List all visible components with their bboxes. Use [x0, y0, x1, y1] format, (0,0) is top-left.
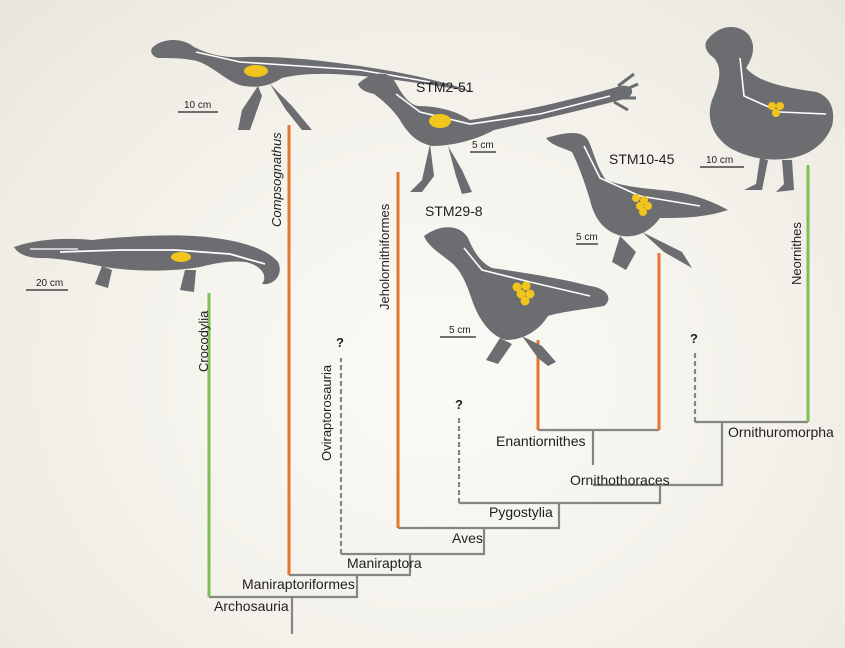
node-label-maniraptora: Maniraptora: [347, 556, 422, 570]
tree-stem-lines: [209, 422, 808, 634]
specimen-label-stm10-45: STM10-45: [609, 152, 674, 166]
scale-label-stm29-8: 5 cm: [449, 326, 471, 336]
taxon-label-neornithes: Neornithes: [790, 222, 803, 285]
taxon-label-compsognathus: Compsognathus: [270, 132, 283, 227]
uncertain-mark-oviraptorosauria: ?: [336, 336, 344, 349]
node-label-pygostylia: Pygostylia: [489, 505, 553, 519]
node-label-maniraptoriformes: Maniraptoriformes: [242, 577, 355, 591]
node-label-ornithuromorpha: Ornithuromorpha: [728, 425, 834, 439]
uncertain-branches: [341, 352, 695, 554]
specimen-label-stm2-51: STM2-51: [416, 80, 474, 94]
uncertain-mark-ornithuromorpha: ?: [690, 332, 698, 345]
node-label-ornithothoraces: Ornithothoraces: [570, 473, 670, 487]
uncertain-mark-pygostylia: ?: [455, 398, 463, 411]
scale-label-crocodile: 20 cm: [36, 279, 63, 289]
taxon-label-crocodylia: Crocodylia: [197, 311, 210, 372]
taxon-label-jeholornithiformes: Jeholornithiformes: [378, 204, 391, 310]
node-label-archosauria: Archosauria: [214, 599, 289, 613]
extant-branches: [209, 165, 808, 597]
taxon-label-oviraptorosauria: Oviraptorosauria: [320, 365, 333, 461]
stm29-8-silhouette: [424, 227, 608, 366]
scale-label-compsognathus: 10 cm: [184, 101, 211, 111]
scale-label-stm2-51: 5 cm: [472, 141, 494, 151]
node-label-enantiornithes: Enantiornithes: [496, 434, 586, 448]
node-label-aves: Aves: [452, 531, 483, 545]
specimen-label-stm29-8: STM29-8: [425, 204, 483, 218]
scale-label-chicken: 10 cm: [706, 156, 733, 166]
scale-label-stm10-45: 5 cm: [576, 233, 598, 243]
